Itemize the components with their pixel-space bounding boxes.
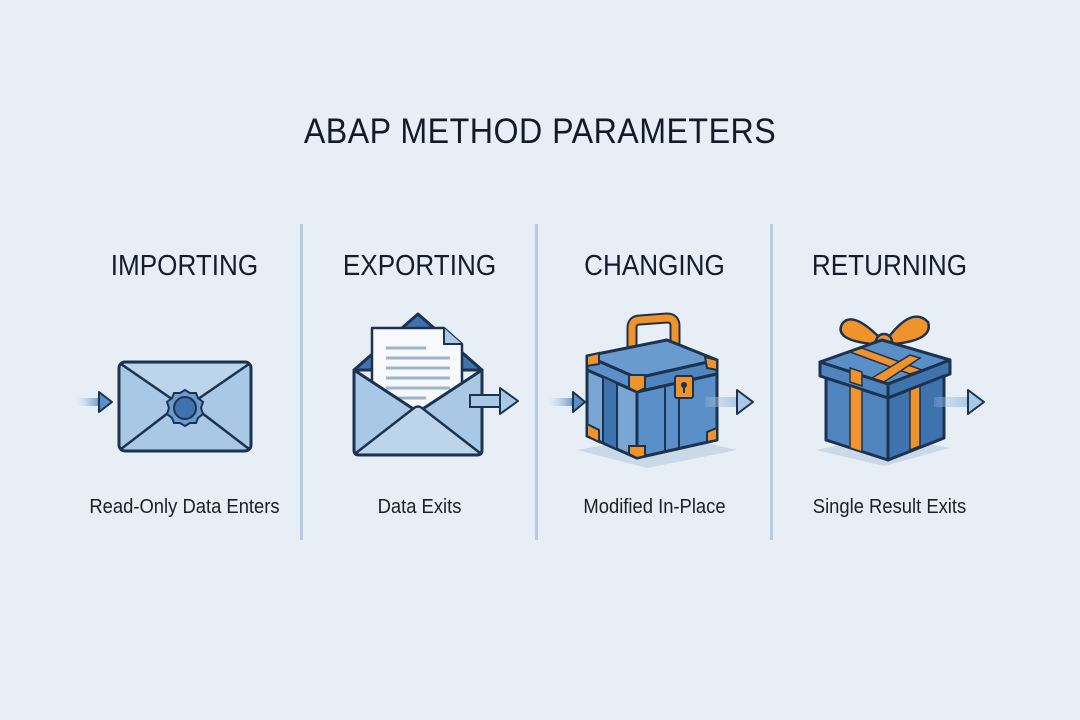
arrow-out-icon (705, 389, 754, 415)
arrow-in-icon (77, 391, 113, 413)
column-heading: CHANGING (584, 250, 725, 282)
column-divider (535, 224, 538, 540)
arrow-out-icon (469, 387, 519, 415)
bow (839, 315, 931, 352)
open-envelope-with-letter-icon (352, 312, 519, 457)
letter (370, 326, 464, 412)
gift-box-icon (816, 315, 985, 466)
column-caption: Single Result Exits (812, 496, 967, 518)
column-divider (300, 224, 303, 540)
column-caption: Data Exits (377, 496, 462, 518)
column-exporting: EXPORTING Data Exits (302, 240, 537, 540)
lock-plate (674, 375, 694, 399)
column-caption: Modified In-Place (583, 496, 726, 518)
arrow-out-icon (934, 389, 985, 415)
arrow-in-icon (549, 391, 586, 413)
column-importing: IMPORTING Read-Only Data Enters (67, 240, 302, 540)
column-heading: EXPORTING (342, 250, 497, 282)
column-divider (770, 224, 773, 540)
column-heading: RETURNING (811, 250, 968, 282)
column-caption: Read-Only Data Enters (89, 496, 280, 518)
wax-seal (165, 388, 205, 428)
column-changing: CHANGING (537, 240, 772, 540)
column-returning: RETURNING Single Re (772, 240, 1007, 540)
sealed-envelope-icon (77, 360, 253, 453)
column-heading: IMPORTING (110, 250, 259, 282)
diagram-title: ABAP METHOD PARAMETERS (303, 112, 777, 151)
locked-chest-icon (549, 312, 754, 468)
